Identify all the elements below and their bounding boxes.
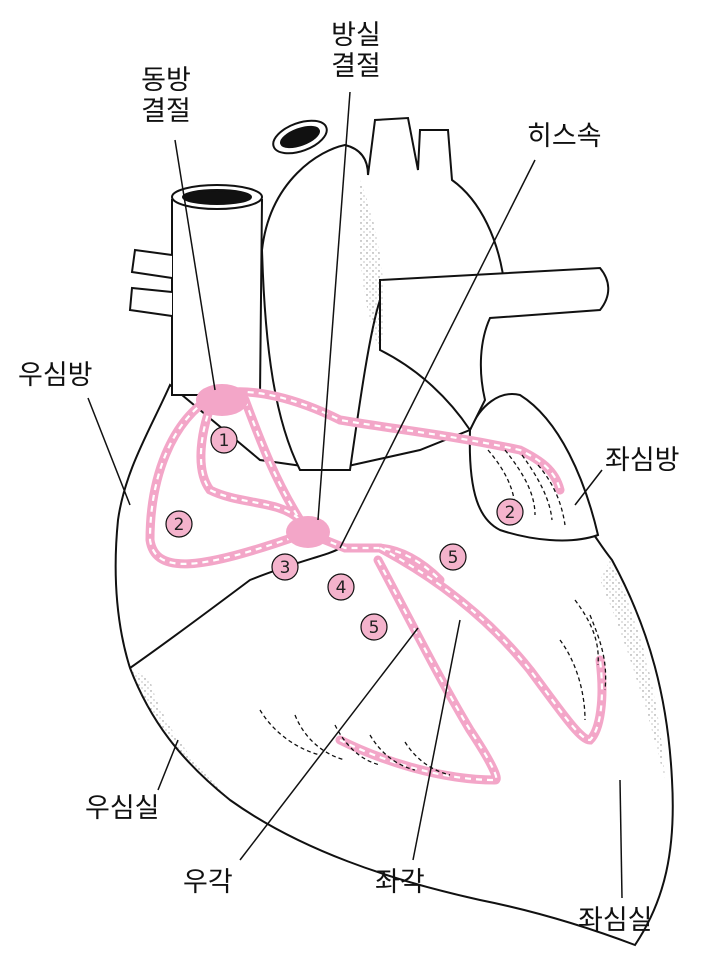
marker-2-right: 2 [165,510,193,538]
av-node [286,516,330,548]
label-right-atrium: 우심방 [18,360,93,391]
svg-text:4: 4 [336,578,347,598]
marker-5-right: 5 [360,613,388,641]
label-left-ventricle: 좌심실 [578,905,653,936]
marker-4: 4 [327,573,355,601]
label-av-node-line2: 결절 [331,51,381,82]
left-atrium-shape [468,393,600,542]
marker-3: 3 [271,553,299,581]
label-his-bundle: 히스속 [527,121,602,152]
svg-text:3: 3 [280,558,291,578]
pulmonary-artery [379,266,610,432]
sa-node [196,384,248,416]
marker-1: 1 [210,426,238,454]
label-right-bundle: 우각 [183,867,233,898]
pointer-lines [87,91,623,899]
label-sa-node-line2: 결절 [141,96,191,127]
label-left-atrium: 좌심방 [605,445,680,476]
svg-text:2: 2 [505,503,516,523]
label-right-ventricle: 우심실 [85,793,160,824]
shading [130,180,665,800]
svg-text:2: 2 [174,515,185,535]
marker-2-left: 2 [496,498,524,526]
label-left-bundle: 좌각 [375,867,425,898]
label-av-node-line1: 방실 [331,20,381,51]
superior-vena-cava [171,199,264,396]
label-sa-node-line1: 동방 [141,65,191,96]
markers: 1 2 2 3 4 5 5 [165,426,524,641]
svg-text:5: 5 [448,548,459,568]
svg-text:5: 5 [369,618,380,638]
right-pulmonary-veins [128,248,173,317]
purkinje-fibers [259,449,607,776]
right-ventricle-boundary [129,547,341,669]
marker-5-left: 5 [439,543,467,571]
label-sa-node: 동방 결절 [126,65,206,127]
svg-text:1: 1 [219,431,230,451]
heart-outline [114,116,674,947]
label-av-node: 방실 결절 [316,20,396,82]
